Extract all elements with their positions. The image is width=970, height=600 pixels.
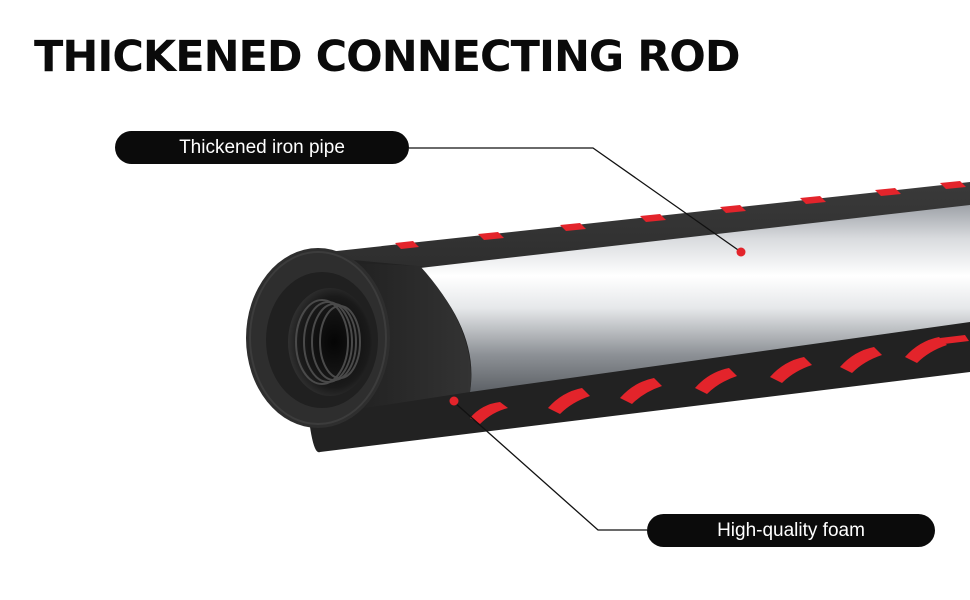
callout-label-foam: High-quality foam	[647, 514, 935, 547]
callout-label-pipe: Thickened iron pipe	[115, 131, 409, 164]
internal-thread	[295, 299, 361, 385]
rod-end-face	[246, 248, 390, 428]
iron-pipe	[420, 205, 970, 392]
callout-dot-foam	[449, 396, 459, 406]
callout-lines	[409, 147, 742, 531]
callout-dot-pipe	[736, 247, 746, 257]
page-title: THICKENED CONNECTING ROD	[34, 32, 741, 82]
foam-stripes	[395, 181, 969, 424]
